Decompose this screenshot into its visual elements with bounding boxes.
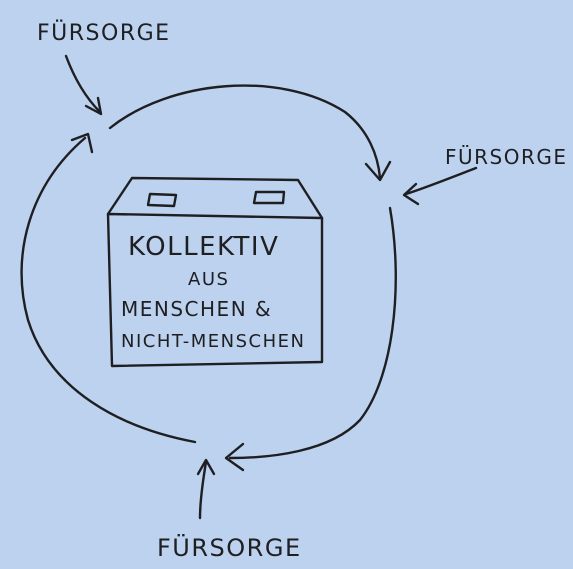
care-arrow-top-left-head [84,96,103,116]
box-text-kollektiv: KOLLEKTIV [128,232,279,262]
roof-window-left [146,192,178,208]
cycle-arc-right-bottom [228,206,397,460]
box-roof [106,176,324,220]
cycle-arc-top-right [108,84,382,180]
box-text-nicht-menschen: NICHT-MENSCHEN [121,331,305,352]
box-text-aus: AUS [188,269,229,290]
arrowhead-right [364,160,392,182]
box-front [106,212,324,368]
cycle-arc-bottom-left [20,136,197,444]
care-arrow-bottom-head [196,458,216,476]
box-text-menschen: MENSCHEN & [121,297,272,321]
label-fuersorge-top-left: FÜRSORGE [37,20,171,46]
care-arrow-bottom [198,460,208,520]
label-fuersorge-right: FÜRSORGE [445,145,568,169]
roof-window-right [252,190,286,205]
label-fuersorge-bottom: FÜRSORGE [157,533,302,562]
care-arrow-top-left [64,54,102,114]
care-arrow-right [404,166,478,196]
arrowhead-bottom [224,442,245,472]
care-arrow-right-head [402,182,420,206]
arrowhead-left [70,132,94,154]
